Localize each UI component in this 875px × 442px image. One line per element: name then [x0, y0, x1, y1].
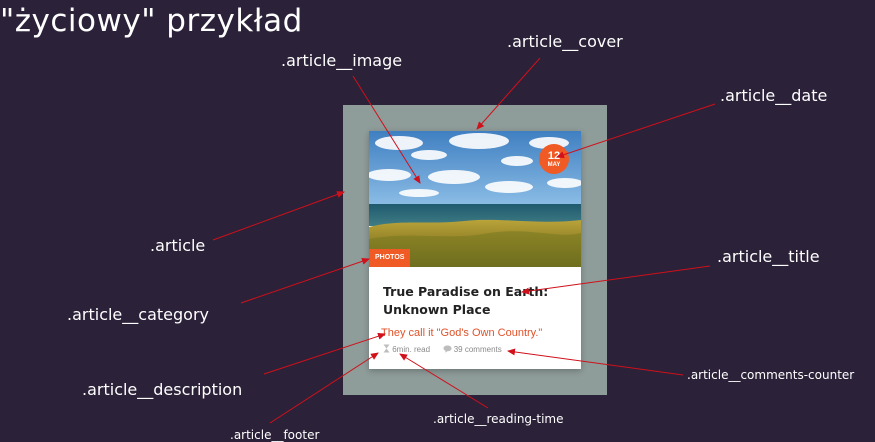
landscape-photo [369, 131, 581, 267]
hourglass-icon [383, 344, 390, 355]
date-month: MAY [547, 162, 561, 168]
comment-bubble-icon [443, 345, 452, 355]
arrow-footer [269, 352, 379, 424]
article-description: They call it "God's Own Country." [381, 327, 543, 339]
label-article-description: .article__description [82, 380, 243, 399]
arrow-cover [476, 57, 541, 130]
article-category[interactable]: PHOTOS [369, 249, 411, 267]
slide-title: "życiowy" przykład [0, 3, 303, 39]
article-image: 12 MAY PHOTOS [369, 131, 581, 267]
label-article-image: .article__image [281, 51, 403, 70]
arrow-comments-counter [507, 348, 684, 376]
article-comments-counter[interactable]: 39 comments [453, 345, 502, 354]
label-article-cover: .article__cover [507, 32, 623, 51]
label-article-date: .article__date [720, 86, 828, 105]
arrow-reading-time [399, 353, 489, 409]
label-article-category: .article__category [67, 305, 209, 324]
article-reading-time: 6min. read [392, 345, 431, 354]
article-card[interactable]: 12 MAY PHOTOS True Paradise on Earth: Un… [369, 131, 581, 369]
label-article: .article [150, 236, 206, 255]
article-title[interactable]: True Paradise on Earth: Unknown Place [383, 284, 549, 317]
article-footer: 6min. read 39 comments [383, 344, 502, 356]
arrow-category [240, 257, 370, 304]
label-article-title: .article__title [717, 247, 820, 266]
article-date: 12 MAY [539, 144, 569, 174]
label-article-comments-counter: .article__comments-counter [687, 368, 855, 382]
arrow-image [352, 75, 421, 184]
arrow-date [556, 103, 716, 159]
arrow-description [263, 332, 386, 375]
arrow-title [521, 265, 711, 295]
label-article-footer: .article__footer [230, 428, 320, 442]
arrow-article [212, 191, 345, 241]
label-article-reading-time: .article__reading-time [433, 412, 564, 426]
